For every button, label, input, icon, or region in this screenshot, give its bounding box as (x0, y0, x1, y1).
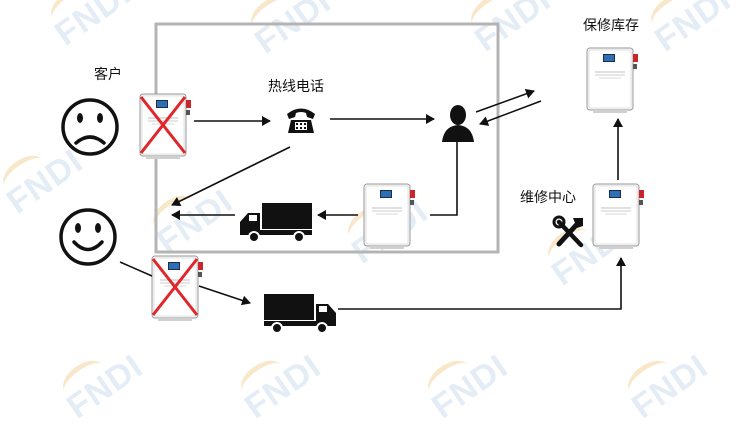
happy-face-icon (59, 208, 117, 266)
arrow-agent-to-stock (475, 89, 535, 113)
customer-label: 客户 (94, 67, 122, 83)
arrow-hotline-to-customer (171, 146, 291, 206)
agent-icon (442, 105, 474, 142)
arrow-truck-to-repair-center (338, 257, 626, 310)
hotline-label: 热线电话 (268, 79, 324, 95)
arrow-unit-to-truck-repair (198, 285, 251, 306)
connector-agent-to-unit (430, 142, 458, 216)
faulty-unit-shipped-icon (151, 255, 204, 322)
arrow-stock-to-agent (479, 100, 542, 126)
repair-center-unit-icon (592, 183, 645, 250)
spare-stock-unit-icon (586, 47, 639, 114)
telephone-icon (287, 108, 315, 133)
sad-face-icon (61, 98, 119, 156)
flow-arrows (119, 89, 626, 310)
faulty-unit-icon (139, 93, 192, 160)
service-flow-diagram (59, 22, 645, 334)
connector-customer-to-unit (119, 261, 153, 277)
repair-center-label: 维修中心 (520, 190, 576, 206)
replacement-unit-icon (363, 183, 416, 250)
spare-stock-label: 保修库存 (583, 18, 639, 34)
truck-icon-return (239, 202, 313, 243)
truck-icon-repair (263, 293, 337, 334)
tools-icon (552, 215, 584, 248)
